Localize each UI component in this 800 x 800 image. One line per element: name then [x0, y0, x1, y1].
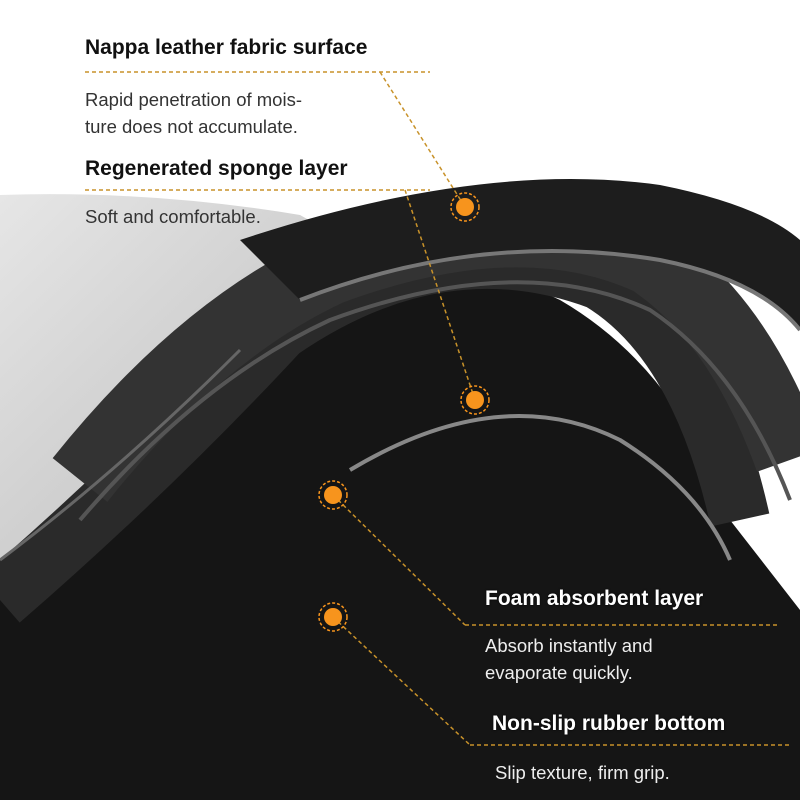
- marker-dot-3: [318, 480, 348, 510]
- label-desc-foam-1: Absorb instantly and: [485, 635, 653, 656]
- label-desc-leather-2: ture does not accumulate.: [85, 116, 298, 137]
- label-desc-foam-2: evaporate quickly.: [485, 662, 633, 683]
- leader-lines: [85, 71, 790, 746]
- label-desc-sponge: Soft and comfortable.: [85, 206, 261, 227]
- marker-dot-1: [450, 192, 480, 222]
- label-title-sponge: Regenerated sponge layer: [85, 157, 348, 180]
- leather-layer: [240, 179, 800, 330]
- label-desc-rubber: Slip texture, firm grip.: [495, 762, 670, 783]
- label-title-leather: Nappa leather fabric surface: [85, 36, 368, 59]
- marker-dot-4: [318, 602, 348, 632]
- label-title-rubber: Non-slip rubber bottom: [492, 712, 726, 735]
- marker-dot-2: [460, 385, 490, 415]
- label-desc-leather-1: Rapid penetration of mois-: [85, 89, 302, 110]
- label-title-foam: Foam absorbent layer: [485, 587, 704, 610]
- marker-dots: [318, 192, 490, 632]
